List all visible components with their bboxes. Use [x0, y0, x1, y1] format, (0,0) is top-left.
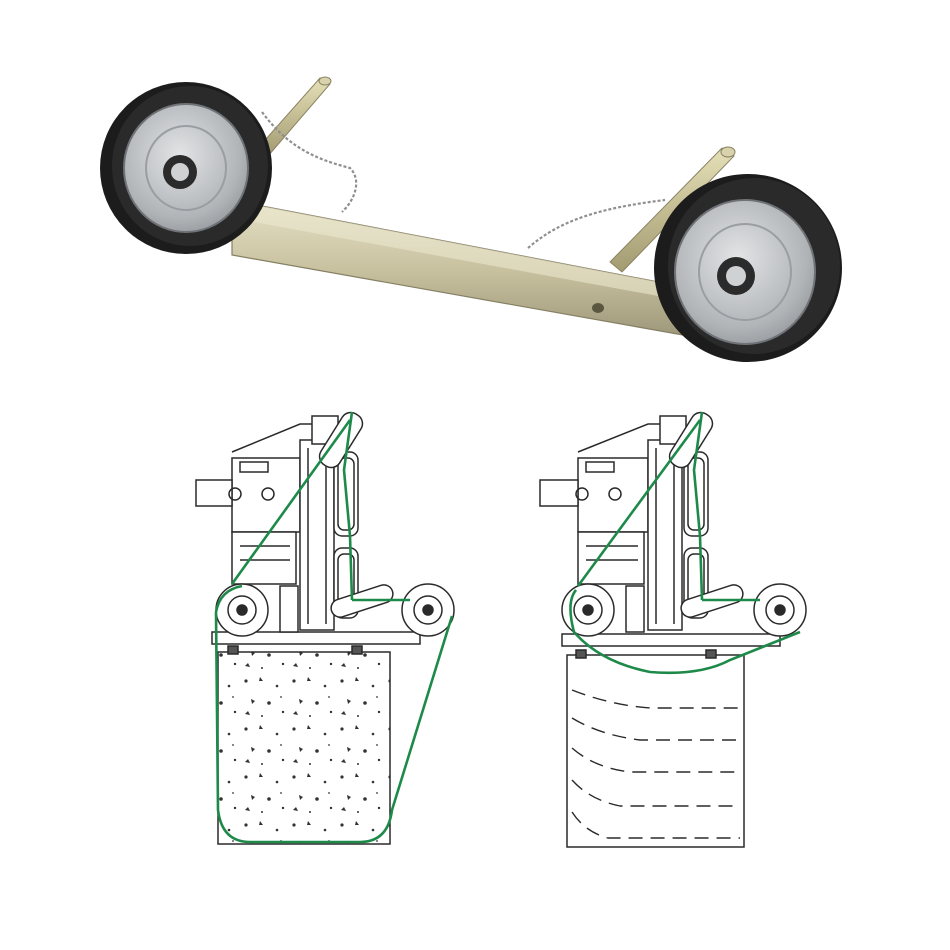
flywheel-stack: [333, 451, 359, 619]
saw-diagram-stone: [539, 411, 807, 848]
axle-shaft-right: [609, 146, 736, 273]
stone-cut-lines: [571, 689, 740, 839]
wheel-left: [100, 82, 272, 254]
saw-machine-body: [195, 415, 339, 633]
saw-machine-body-2: [539, 415, 687, 633]
upper-guide-arm: [318, 411, 364, 469]
pulley-right: [401, 583, 455, 637]
pulley-right-2: [753, 583, 807, 637]
saw-diagram-concrete: [195, 411, 455, 845]
chain-right: [527, 198, 666, 249]
upper-guide-arm-2: [668, 411, 714, 469]
wheel-axle-assembly: [100, 76, 842, 362]
saw-base-plate: [211, 631, 421, 645]
stone-block: [566, 654, 745, 848]
pulley-left-2: [561, 583, 615, 637]
diamond-wire-path-stone: [569, 411, 801, 675]
chain-left: [261, 111, 358, 213]
frame-bar: [231, 205, 701, 339]
pulley-left: [215, 583, 269, 637]
diamond-wire-path-concrete: [214, 411, 454, 844]
wheel-right: [654, 174, 842, 362]
flywheel-stack-2: [683, 451, 709, 619]
concrete-block: [217, 651, 391, 845]
